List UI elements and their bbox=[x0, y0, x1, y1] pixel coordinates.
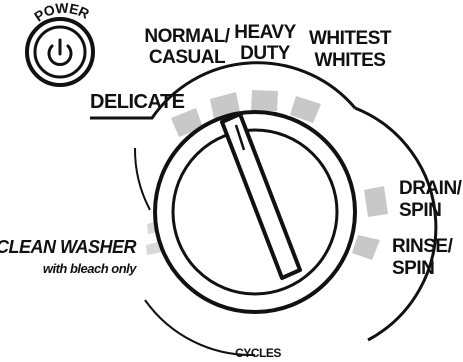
segment-rinse-spin bbox=[352, 235, 380, 260]
cycle-label-drain-spin-line2: SPIN bbox=[399, 200, 441, 221]
cycle-selector-knob[interactable] bbox=[155, 112, 355, 312]
cycle-label-clean-washer: CLEAN WASHER bbox=[0, 237, 136, 257]
cycles-label: CYCLES bbox=[235, 346, 281, 360]
cycle-label-clean-washer-note: with bleach only bbox=[43, 261, 137, 276]
cycle-label-drain-spin-line1: DRAIN/ bbox=[399, 178, 463, 199]
power-button[interactable] bbox=[27, 19, 93, 85]
cycle-label-normal-casual-line1: NORMAL/ bbox=[144, 26, 230, 47]
cycle-label-delicate: DELICATE bbox=[90, 91, 185, 113]
segment-drain-spin bbox=[364, 186, 388, 217]
cycle-label-rinse-spin-line2: SPIN bbox=[392, 258, 434, 279]
cycle-label-heavy-duty-line1: HEAVY bbox=[234, 22, 296, 43]
cycle-label-heavy-duty-line2: DUTY bbox=[240, 43, 291, 64]
cycle-label-rinse-spin-line1: RINSE/ bbox=[392, 236, 454, 257]
segment-heavy bbox=[251, 90, 278, 111]
cycle-label-normal-casual-line2: CASUAL bbox=[149, 47, 226, 68]
cycle-label-whitest-whites-line1: WHITEST bbox=[309, 28, 392, 49]
cycle-label-whitest-whites-line2: WHITES bbox=[315, 50, 386, 71]
